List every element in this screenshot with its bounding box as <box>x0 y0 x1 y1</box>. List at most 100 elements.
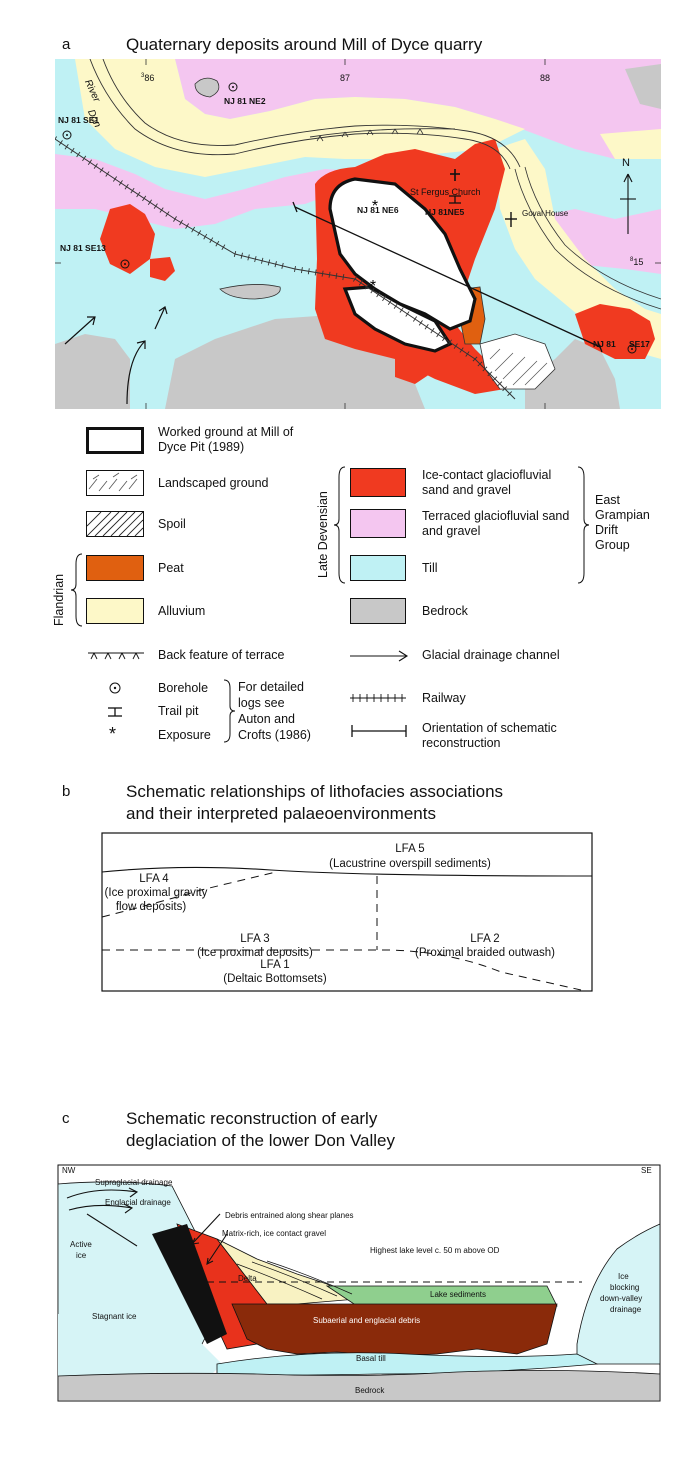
railway-tie <box>502 386 508 392</box>
grid-northing-15: 815 <box>630 257 643 267</box>
basal-till-label: Basal till <box>356 1354 386 1363</box>
railway-tie <box>342 274 345 281</box>
ice-contact-gravel-south <box>395 354 430 384</box>
bedrock-knoll <box>194 77 220 98</box>
railway-tie <box>430 327 435 334</box>
section-b-letter: b <box>62 783 71 800</box>
legend-trial-pit-icon <box>108 707 122 717</box>
subaerial-debris-body <box>231 1303 558 1357</box>
railway-tie <box>254 256 257 263</box>
shear-plane <box>152 1224 227 1344</box>
logs-l4: Crofts (1986) <box>238 728 311 742</box>
late-devensian-brace <box>333 466 346 584</box>
legend-terraced-label: Terraced glaciofluvial sand and gravel <box>422 509 570 538</box>
lake-level-label: Highest lake level c. 50 m above OD <box>370 1246 500 1255</box>
railway-tie <box>497 381 503 387</box>
legend-worked-label: Worked ground at Mill of Dyce Pit (1989) <box>158 425 294 454</box>
bedrock-se <box>525 339 620 409</box>
railway-tie <box>281 262 284 269</box>
railway-tie <box>105 171 110 177</box>
section-a-letter: a <box>62 36 71 53</box>
legend-trial-pit-label: Trail pit <box>158 704 199 718</box>
railway-tie <box>477 361 483 367</box>
borehole-dots <box>66 86 633 350</box>
legend-ice-contact-label: Ice-contact glaciofluvial sand and grave… <box>422 468 552 497</box>
railway-tie <box>233 250 237 258</box>
railway-tie <box>197 230 202 236</box>
exposure-symbol: * <box>372 198 378 215</box>
lfa4-desc-l2: flow deposits) <box>115 901 187 913</box>
railway-tie <box>93 163 98 169</box>
railway-tie <box>492 376 498 382</box>
lfa5-label: LFA 5 <box>395 843 425 855</box>
geological-map: * * <box>55 59 661 409</box>
landscaped-area <box>479 333 556 390</box>
grid-easting-87: 87 <box>340 73 351 83</box>
railway-tie <box>76 151 81 158</box>
railway-tie <box>247 254 250 261</box>
railway-tie <box>130 187 135 194</box>
legend-terrace-symbol <box>88 652 144 660</box>
railway-tie <box>314 269 317 276</box>
lfa3-label: LFA 3 <box>240 933 270 945</box>
railway-tie <box>147 199 152 206</box>
section-b-title-l1: Schematic relationships of lithofacies a… <box>126 782 504 801</box>
grid-15-prefix: 8 <box>630 257 634 263</box>
lfa-frame <box>101 832 593 992</box>
section-line-end <box>597 341 603 353</box>
se-label: SE <box>641 1166 652 1175</box>
lfa4-desc-l1: (Ice proximal gravity <box>104 887 208 899</box>
bedrock-label: Bedrock <box>355 1386 385 1395</box>
river-don <box>89 59 521 170</box>
railway-tie <box>112 176 118 182</box>
trial-pit-symbol <box>449 195 461 204</box>
drift-group-l4: Group <box>595 538 630 552</box>
railway-tie <box>173 216 177 222</box>
grid-ticks <box>55 59 661 409</box>
alluvium-river-don <box>75 59 525 177</box>
ice-blocking-l3: down-valley <box>600 1294 643 1303</box>
railway-tie <box>442 335 447 342</box>
railway-tie <box>87 159 92 166</box>
late-devensian-label: Late Devensian <box>316 491 330 578</box>
north-label: N <box>622 157 630 169</box>
legend-channel-arrow <box>350 650 409 662</box>
railway-tie <box>221 244 226 251</box>
grid-86-label: 86 <box>144 73 155 83</box>
railway-tie <box>364 284 369 290</box>
logs-l1: For detailed <box>238 680 305 694</box>
railway-tie <box>64 144 69 150</box>
railway-tie <box>352 276 358 282</box>
railway-tie <box>260 257 264 264</box>
railway-tie <box>487 371 493 377</box>
logs-l2: logs see <box>238 696 285 710</box>
lfa-diagram <box>101 832 593 992</box>
railway-tie <box>215 240 220 247</box>
active-ice-l2: ice <box>76 1251 87 1260</box>
drainage-channels <box>64 306 168 405</box>
landscaped-hatch-icon <box>88 472 138 492</box>
railway-tie <box>328 271 331 278</box>
legend-swatch-spoil <box>86 511 144 537</box>
legend-spoil-label: Spoil <box>158 517 186 531</box>
railway-tie <box>58 140 63 146</box>
railway-tie <box>142 195 147 202</box>
railway-tie <box>465 351 470 357</box>
section-c-title-l2: deglaciation of the lower Don Valley <box>126 1131 396 1150</box>
alluvium-tributary <box>495 139 661 359</box>
legend-swatch-till <box>350 555 406 581</box>
legend-orientation-l1: Orientation of schematic <box>422 721 557 735</box>
legend-swatch-landscaped <box>86 470 144 496</box>
railway-tie <box>240 252 243 259</box>
section-line <box>294 206 601 348</box>
active-ice-l1: Active <box>70 1240 92 1249</box>
basal-till-body <box>216 1352 599 1376</box>
goval-cross <box>505 212 517 227</box>
church-label: St Fergus Church <box>410 187 481 197</box>
railway-tie <box>424 324 429 330</box>
bedrock-body <box>57 1370 661 1402</box>
legend-swatch-terraced <box>350 509 406 538</box>
section-c-letter: c <box>62 1110 70 1127</box>
legend-borehole-icon <box>109 682 121 694</box>
railway-tie <box>482 366 488 372</box>
